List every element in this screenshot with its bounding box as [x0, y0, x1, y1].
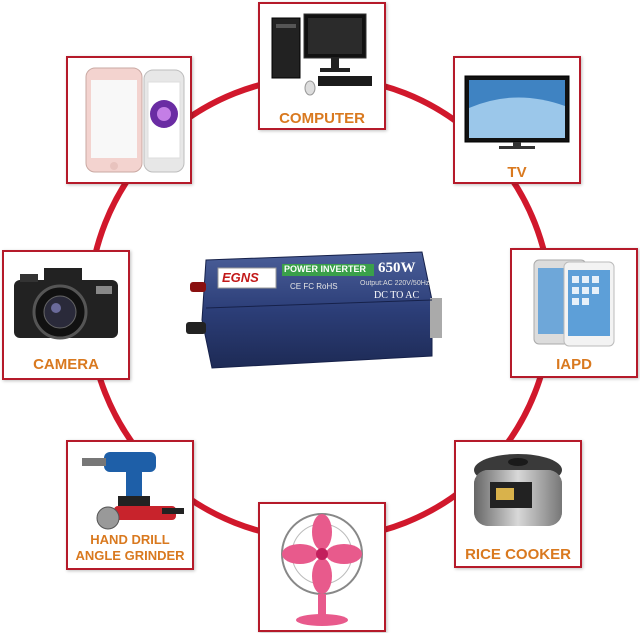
label-ipad: IAPD — [556, 356, 592, 373]
camera-icon — [14, 268, 118, 340]
fan-icon — [281, 513, 363, 626]
inverter-wattage: 650W — [378, 260, 416, 276]
label-tv: TV — [507, 164, 527, 181]
card-rice-cooker: RICE COOKER — [454, 440, 582, 568]
card-drill: HAND DRILL ANGLE GRINDER — [66, 440, 194, 570]
card-fan — [258, 502, 386, 632]
label-drill-line1: HAND DRILL — [90, 532, 170, 547]
inverter-icon — [186, 251, 442, 369]
inverter-title: POWER INVERTER — [284, 264, 367, 274]
label-rice-cooker: RICE COOKER — [465, 546, 571, 563]
label-camera: CAMERA — [33, 356, 99, 373]
rice-cooker-icon — [474, 454, 562, 526]
computer-icon — [271, 13, 372, 96]
tv-icon — [464, 75, 570, 149]
card-camera: CAMERA — [2, 250, 130, 380]
card-tv: TV — [453, 56, 581, 184]
inverter-brand: EGNS — [222, 270, 259, 285]
inverter-spec: Output:AC 220V/50Hz — [360, 280, 430, 287]
label-computer: COMPUTER — [279, 110, 365, 127]
inverter-cert: CE FC RoHS — [290, 282, 338, 291]
label-drill-line2: ANGLE GRINDER — [75, 548, 185, 563]
phone-icon — [85, 67, 185, 173]
card-computer: COMPUTER — [258, 2, 386, 130]
drill-icon — [82, 452, 184, 530]
inverter-mode: DC TO AC — [374, 290, 420, 301]
power-inverter: EGNS POWER INVERTER 650W CE FC RoHS Outp… — [182, 244, 444, 372]
card-ipad: IAPD — [510, 248, 638, 378]
card-phone — [66, 56, 192, 184]
tablet-icon — [533, 259, 615, 347]
